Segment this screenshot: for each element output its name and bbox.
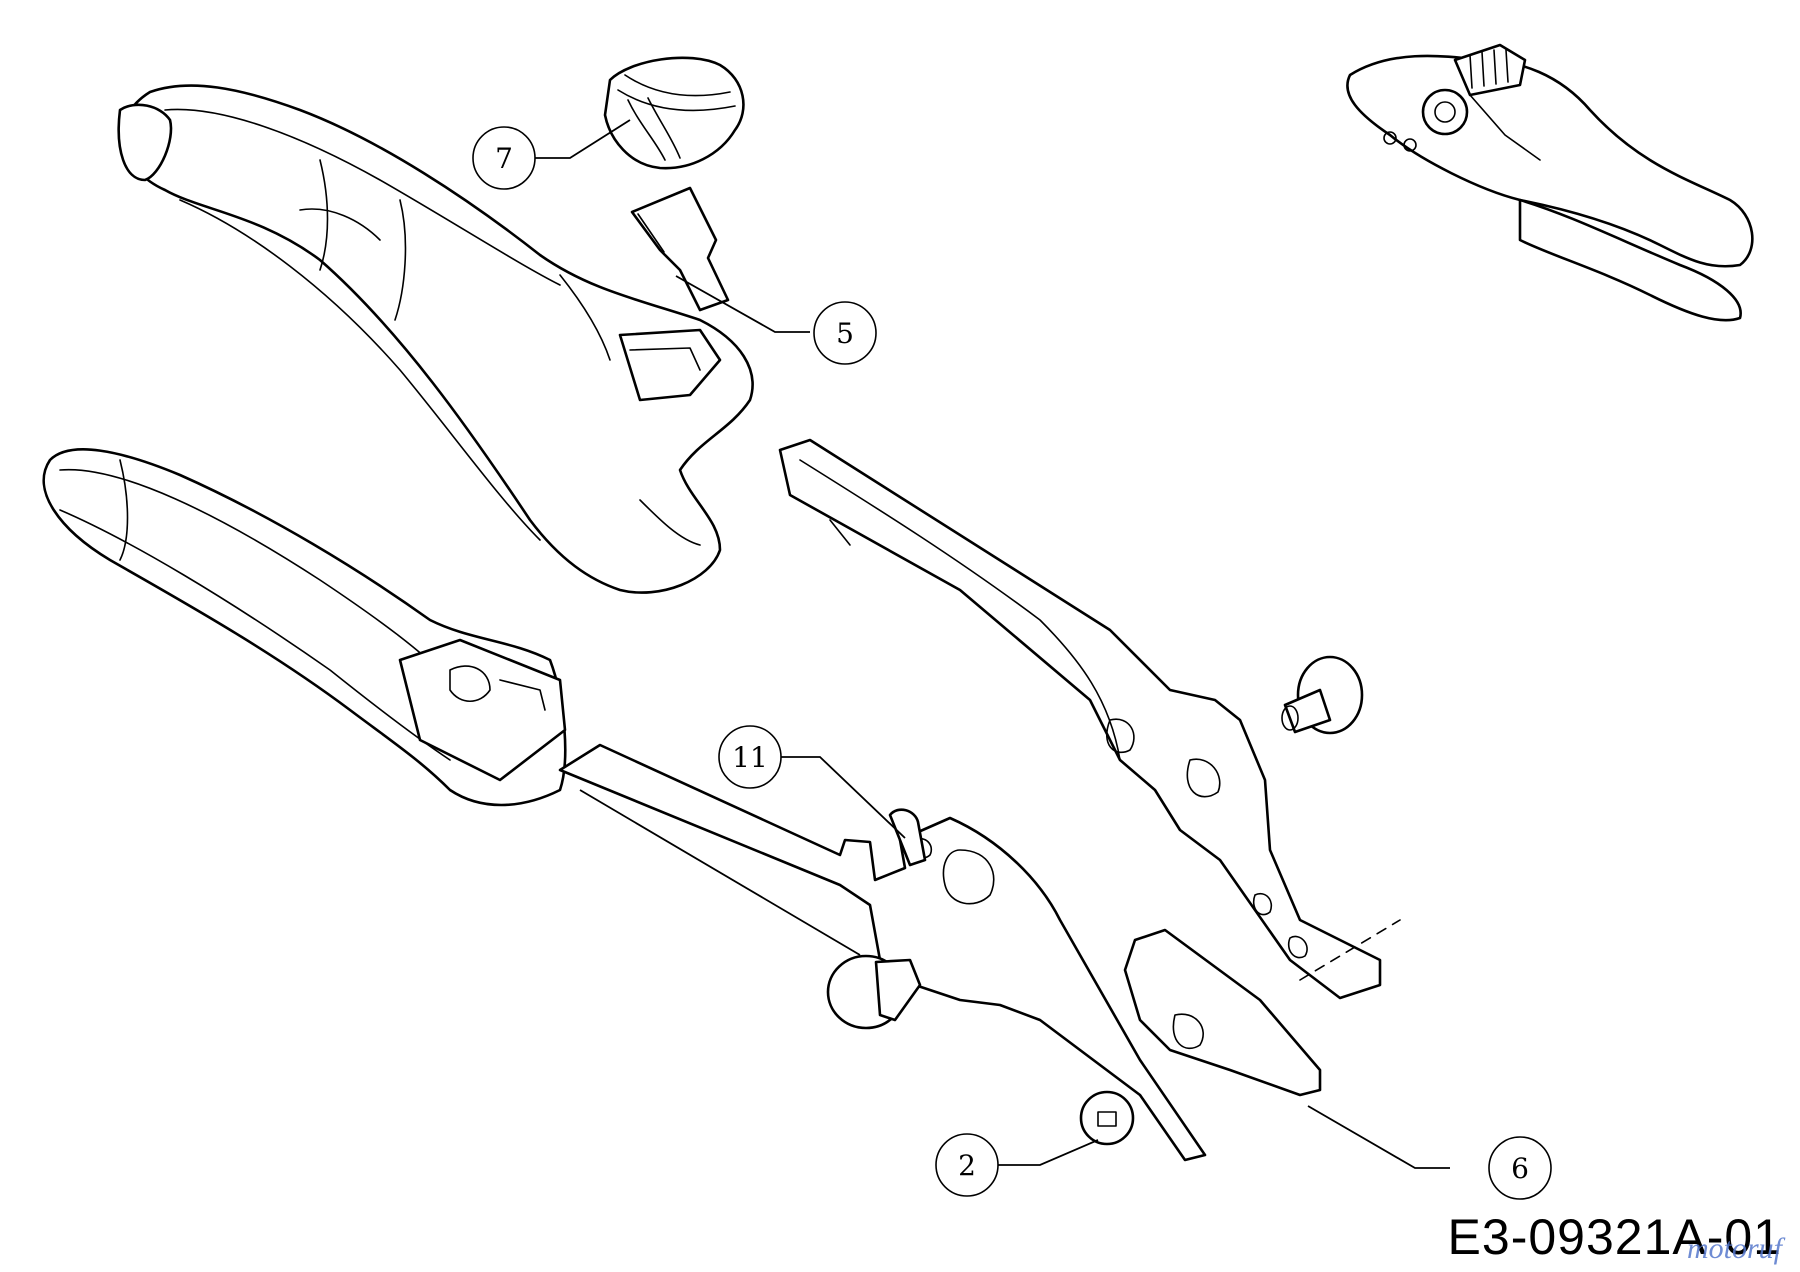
centerline bbox=[1299, 919, 1401, 981]
watermark: motoruf bbox=[1686, 1232, 1782, 1265]
leader-lines bbox=[535, 119, 1450, 1169]
part-6-anvil-blade bbox=[1123, 928, 1322, 1097]
leader-11b bbox=[579, 789, 861, 956]
callout-7-label: 7 bbox=[495, 142, 513, 175]
leader-5 bbox=[675, 275, 810, 333]
part-7-cap bbox=[603, 56, 745, 170]
reference-code: E3-09321A-01 bbox=[1447, 1209, 1782, 1265]
assembled-shears-thumbnail bbox=[1346, 43, 1754, 322]
leader-7 bbox=[535, 119, 631, 159]
callout-2: 2 bbox=[935, 1133, 999, 1197]
lower-handle bbox=[42, 448, 567, 807]
callout-11: 11 bbox=[718, 725, 782, 789]
callout-6-label: 6 bbox=[1511, 1152, 1529, 1185]
callout-6: 6 bbox=[1488, 1136, 1552, 1200]
leader-11 bbox=[780, 756, 906, 839]
pivot-nut bbox=[826, 954, 922, 1030]
leader-2 bbox=[997, 1139, 1099, 1166]
upper-handle bbox=[117, 84, 754, 594]
callout-5: 5 bbox=[813, 301, 877, 365]
part-11-spring bbox=[888, 808, 927, 867]
part-5-latch bbox=[630, 186, 730, 312]
callout-11-label: 11 bbox=[732, 741, 768, 774]
callout-7: 7 bbox=[472, 126, 536, 190]
upper-blade bbox=[778, 438, 1382, 1000]
callout-5-label: 5 bbox=[836, 317, 854, 350]
lower-blade bbox=[558, 743, 1207, 1162]
leader-6 bbox=[1307, 1105, 1450, 1169]
part-2-screw bbox=[1079, 1090, 1135, 1146]
callout-2-label: 2 bbox=[958, 1149, 976, 1182]
pivot-bolt bbox=[1281, 655, 1364, 735]
